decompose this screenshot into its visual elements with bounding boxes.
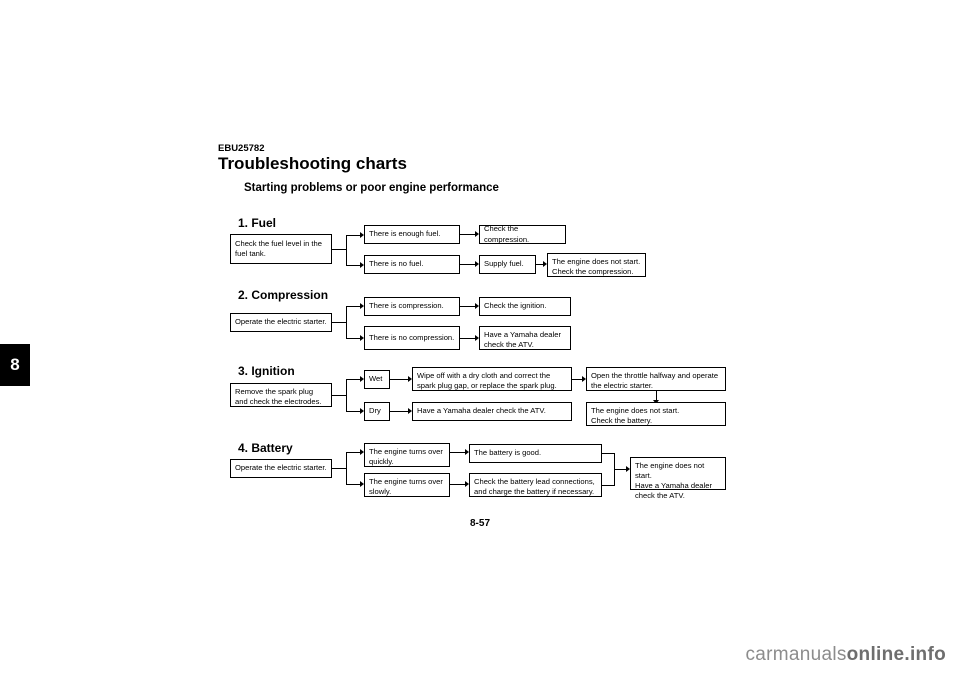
- box-battery-result-b: Check the battery lead connections, and …: [469, 473, 602, 497]
- chapter-tab: 8: [0, 344, 30, 386]
- box-battery-branch-a: The engine turns over quickly.: [364, 443, 450, 467]
- box-compression-result-a: Check the ignition.: [479, 297, 571, 316]
- box-battery-result-final: The engine does not start. Have a Yamaha…: [630, 457, 726, 500]
- box-ignition-branch-b: Dry: [364, 402, 390, 421]
- box-fuel-start: Check the fuel level in the fuel tank.: [230, 234, 332, 264]
- box-compression-start: Operate the electric starter.: [230, 313, 332, 332]
- watermark: carmanualsonline.info: [745, 644, 946, 666]
- box-ignition-result-a: Wipe off with a dry cloth and correct th…: [412, 367, 572, 391]
- box-compression-branch-b: There is no compression.: [364, 326, 460, 350]
- page-title: Troubleshooting charts: [218, 154, 407, 173]
- section-heading-fuel: 1. Fuel: [238, 216, 277, 230]
- box-ignition-result-b: Have a Yamaha dealer check the ATV.: [412, 402, 572, 421]
- box-fuel-result-b: Supply fuel.: [479, 255, 536, 274]
- watermark-text-b: online.info: [846, 644, 946, 665]
- page-number: 8-57: [469, 518, 490, 529]
- box-ignition-result-a3: The engine does not start. Check the bat…: [586, 402, 726, 426]
- box-battery-start: Operate the electric starter.: [230, 459, 332, 478]
- document-code: EBU25782: [218, 143, 265, 154]
- box-battery-branch-b: The engine turns over slowly.: [364, 473, 450, 497]
- box-fuel-result-a: Check the compression.: [479, 224, 566, 244]
- box-ignition-start: Remove the spark plug and check the elec…: [230, 383, 332, 407]
- box-compression-result-b: Have a Yamaha dealer check the ATV.: [479, 326, 571, 350]
- box-fuel-result-b2: The engine does not start. Check the com…: [547, 253, 646, 277]
- box-compression-branch-a: There is compression.: [364, 297, 460, 316]
- chapter-number: 8: [10, 355, 20, 374]
- watermark-text-a: carmanuals: [745, 644, 847, 665]
- box-fuel-branch-a: There is enough fuel.: [364, 225, 460, 244]
- box-ignition-result-a2: Open the throttle halfway and operate th…: [586, 367, 726, 391]
- box-fuel-branch-b: There is no fuel.: [364, 255, 460, 274]
- page-subtitle: Starting problems or poor engine perform…: [244, 182, 499, 194]
- box-ignition-branch-a: Wet: [364, 370, 390, 389]
- section-heading-compression: 2. Compression: [238, 288, 329, 302]
- section-heading-ignition: 3. Ignition: [238, 364, 295, 378]
- section-heading-battery: 4. Battery: [238, 441, 293, 455]
- box-battery-result-a: The battery is good.: [469, 444, 602, 463]
